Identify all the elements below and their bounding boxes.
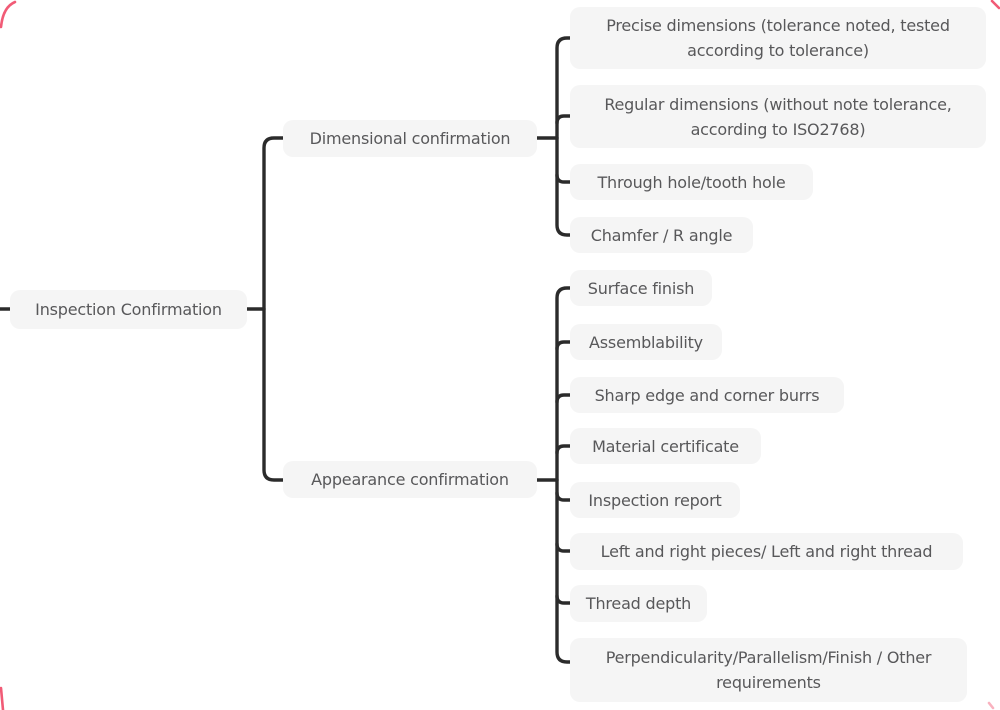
child-node-chamfer-r-angle[interactable]: Chamfer / R angle xyxy=(570,217,753,253)
child-node-material-certificate[interactable]: Material certificate xyxy=(570,428,761,464)
connector-line xyxy=(555,114,574,125)
connector-line xyxy=(555,286,574,664)
root-node-inspection-confirmation[interactable]: Inspection Confirmation xyxy=(10,290,247,329)
connector-line xyxy=(555,393,574,404)
frame-corner-mark xyxy=(987,701,995,710)
connector-line xyxy=(555,340,574,351)
child-node-surface-finish[interactable]: Surface finish xyxy=(570,270,712,306)
connector-line xyxy=(555,594,574,605)
connector-line xyxy=(555,36,574,237)
connector-line xyxy=(262,136,286,482)
child-node-left-right-pieces-thread[interactable]: Left and right pieces/ Left and right th… xyxy=(570,533,963,570)
connector-line xyxy=(555,542,574,553)
branch-node-appearance-confirmation[interactable]: Appearance confirmation xyxy=(283,461,537,498)
child-node-sharp-edge-corner-burrs[interactable]: Sharp edge and corner burrs xyxy=(570,377,844,413)
connector-lines xyxy=(0,36,574,664)
child-node-precise-dimensions[interactable]: Precise dimensions (tolerance noted, tes… xyxy=(570,7,986,69)
frame-corner-mark xyxy=(990,0,1000,10)
child-node-regular-dimensions[interactable]: Regular dimensions (without note toleran… xyxy=(570,85,986,148)
child-node-assemblability[interactable]: Assemblability xyxy=(570,324,722,360)
child-node-through-hole[interactable]: Through hole/tooth hole xyxy=(570,164,813,200)
connector-line xyxy=(555,173,574,184)
child-node-perpendicularity-parallelism[interactable]: Perpendicularity/Parallelism/Finish / Ot… xyxy=(570,638,967,702)
child-node-inspection-report[interactable]: Inspection report xyxy=(570,482,740,518)
frame-corner-mark xyxy=(0,686,5,710)
connector-line xyxy=(555,491,574,502)
frame-corner-mark xyxy=(0,0,17,29)
branch-node-dimensional-confirmation[interactable]: Dimensional confirmation xyxy=(283,120,537,157)
connector-line xyxy=(555,444,574,455)
child-node-thread-depth[interactable]: Thread depth xyxy=(570,585,707,622)
